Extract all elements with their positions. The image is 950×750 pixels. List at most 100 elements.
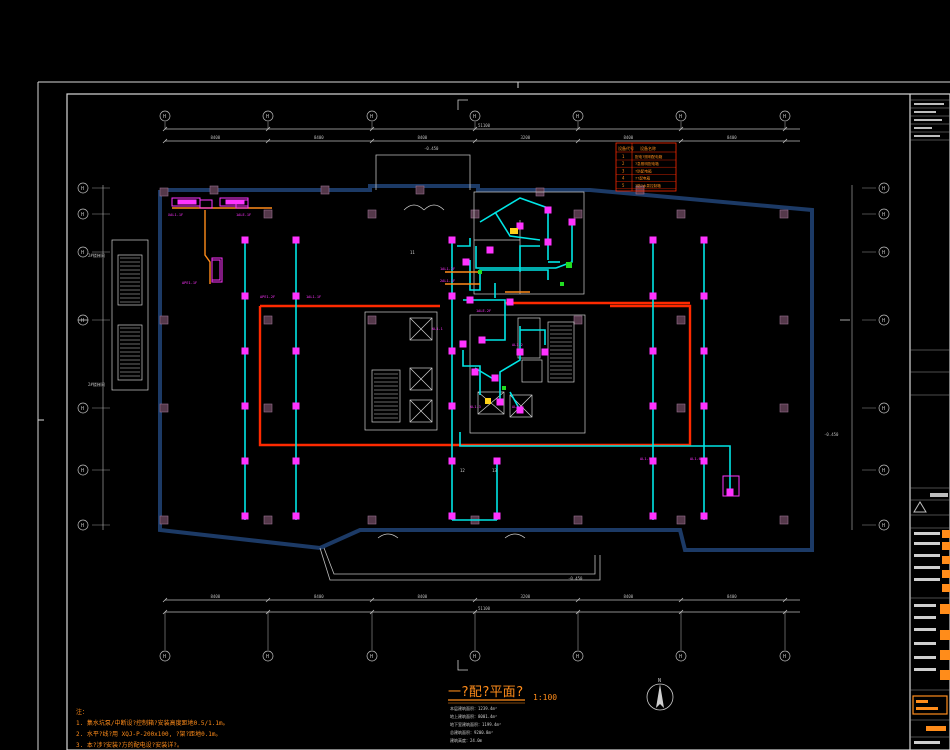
legend-header-name: 设备名称 — [640, 145, 656, 151]
column — [676, 515, 686, 525]
area-line: 总建筑面积：9200.8m² — [450, 729, 493, 735]
column — [676, 315, 686, 325]
electric-device — [491, 374, 499, 382]
drawing-title-group: 一?配?平面? 1:100 本层建筑面积：1239.4m²地上建筑面积：8001… — [448, 685, 557, 743]
light-fixture — [241, 236, 249, 244]
circuit-label: 1AL1-1F — [306, 295, 321, 299]
note-2: 2. 水平?线?用 XQJ-P-200x100, ?架?距地0.1m。 — [76, 730, 222, 738]
column — [159, 515, 169, 525]
grid-bubble-circle — [159, 110, 171, 122]
electric-device — [478, 336, 486, 344]
grid-bubble-circle — [878, 519, 890, 531]
grid-bubble-label: H — [679, 114, 682, 120]
column — [263, 315, 273, 325]
grid-bubble-label: H — [266, 114, 269, 120]
grid-bubble-label: H — [882, 318, 885, 324]
grid-bubble-label: H — [783, 654, 786, 660]
circuit-label: AL1-2 — [512, 343, 523, 347]
drawing-scale: 1:100 — [533, 693, 557, 702]
light-fixture — [292, 402, 300, 410]
column — [676, 403, 686, 413]
electric-device — [493, 512, 501, 520]
light-fixture — [292, 292, 300, 300]
grid-bubble-circle — [779, 650, 791, 662]
dim-total-bottom: 51100 — [478, 606, 491, 611]
dim-text-top: 8400 — [727, 135, 737, 140]
electric-device — [448, 292, 456, 300]
grid-bubble-label: H — [882, 523, 885, 529]
circuit-label: 1AL1-2F — [440, 267, 455, 271]
drawing-title: 一?配?平面? — [448, 685, 523, 700]
title-block-entries — [910, 530, 950, 744]
legend-row-name: 配电?照明配电箱 — [635, 154, 663, 159]
north-arrow: N — [646, 678, 674, 711]
grid-bubble-label: H — [370, 114, 373, 120]
column — [209, 185, 219, 195]
notes-block: 注： 1. 集水坑泵/中断设?控制箱?安装高度距地0.5/1.1m。 2. 水平… — [76, 708, 229, 749]
grid-bubble-circle — [469, 110, 481, 122]
electric-device — [493, 457, 501, 465]
light-fixture — [649, 347, 657, 355]
grid-bubble-label: H — [882, 250, 885, 256]
grid-bubble-circle — [262, 650, 274, 662]
legend-row-name: ?防?水泵控制箱 — [635, 183, 661, 188]
light-fixture — [700, 347, 708, 355]
dim-text-bottom: 8400 — [211, 594, 221, 599]
light-fixture — [700, 292, 708, 300]
grid-bubble-circle — [77, 182, 89, 194]
light-fixture — [241, 292, 249, 300]
circuit-label: APE1-1F — [182, 281, 197, 285]
grid-bubble-label: H — [81, 318, 84, 324]
grid-bubble-label: H — [882, 406, 885, 412]
column — [779, 403, 789, 413]
grid-bubble-label: H — [163, 114, 166, 120]
grid-bubble-label: H — [473, 114, 476, 120]
column — [779, 515, 789, 525]
grid-bubble-circle — [572, 650, 584, 662]
grid-bubble-label: H — [783, 114, 786, 120]
grid-bubble-circle — [262, 110, 274, 122]
electric-device — [516, 406, 524, 414]
electric-device — [726, 488, 734, 496]
distribution-box — [199, 199, 213, 209]
electric-device — [459, 340, 467, 348]
legend-row-name: ??配电箱 — [635, 176, 651, 181]
grid-bubble-label: H — [81, 186, 84, 192]
column — [263, 403, 273, 413]
title-block — [910, 99, 950, 744]
room-number-12: 12 — [460, 468, 465, 473]
column — [635, 185, 645, 195]
light-fixture — [700, 236, 708, 244]
light-fixture — [292, 236, 300, 244]
room-number-13: 13 — [492, 468, 497, 473]
dim-text-bottom: 8400 — [624, 594, 634, 599]
light-fixture — [292, 347, 300, 355]
column — [676, 209, 686, 219]
light-fixture — [649, 292, 657, 300]
grid-bubble-label: H — [679, 654, 682, 660]
orange-feeder — [172, 207, 530, 293]
left-stair-block: 2#楼梯间 2#楼梯间 — [88, 239, 149, 391]
notes-heading: 注： — [76, 708, 88, 716]
column — [159, 315, 169, 325]
grid-bubble-label: H — [81, 523, 84, 529]
grid-bubble-circle — [469, 650, 481, 662]
dim-text-top: 8400 — [418, 135, 428, 140]
grid-bubble-circle — [878, 208, 890, 220]
electric-device — [448, 236, 456, 244]
light-fixture — [700, 512, 708, 520]
grid-bubble-circle — [572, 110, 584, 122]
electric-device — [516, 222, 524, 230]
circuit-label: 1ALE-2F — [476, 309, 491, 313]
yellow-accents — [485, 228, 518, 404]
column — [159, 403, 169, 413]
dimension-texts: 8400840084008400840084003200320084008400… — [211, 123, 738, 611]
column — [573, 315, 583, 325]
electric-device — [506, 298, 514, 306]
grid-bubble-label: H — [163, 654, 166, 660]
legend-row-code: 2 — [622, 161, 625, 166]
magenta-fixtures — [171, 197, 740, 520]
